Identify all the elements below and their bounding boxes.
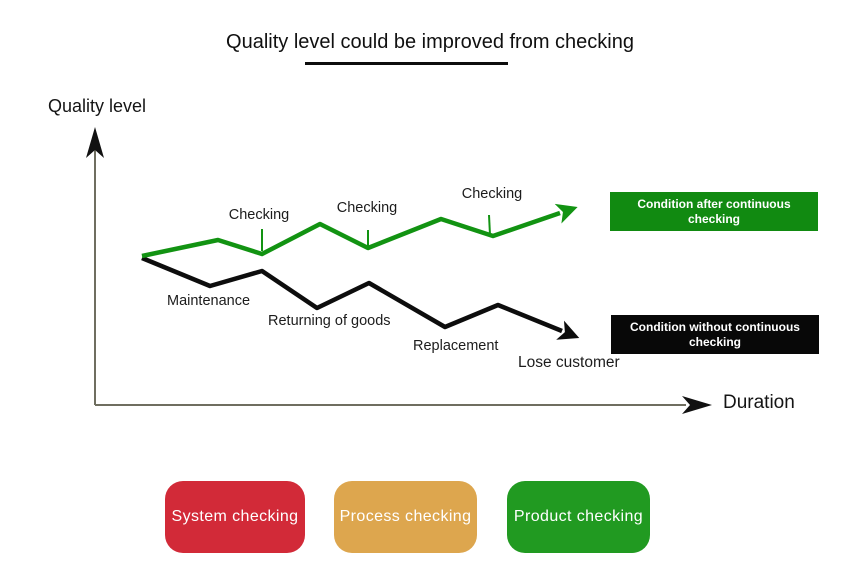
y-axis-arrow-icon [86,127,104,158]
checking-label-2: Checking [336,200,398,216]
legend-continuous-checking: Condition after continuous checking [610,192,818,231]
title-underline [305,62,508,65]
page-title: Quality level could be improved from che… [226,31,634,53]
y-axis-label: Quality level [48,96,147,116]
process-checking-button[interactable]: Process checking [334,481,477,553]
decline-line [141,255,580,340]
checking-tick-3 [488,214,491,236]
product-checking-button[interactable]: Product checking [507,481,650,553]
system-checking-button[interactable]: System checking [165,481,305,553]
stage-label-maintenance: Maintenance [167,293,251,309]
stage-label-returning-of-goods: Returning of goods [268,313,391,329]
checking-label-3: Checking [461,186,523,202]
legend-without-checking: Condition without continuous checking [611,315,819,354]
x-axis-label: Duration [723,392,795,413]
checking-label-1: Checking [228,207,290,223]
stage-label-lose-customer: Lose customer [518,354,620,371]
x-axis-arrow-icon [682,396,712,414]
improved-line [141,203,578,259]
stage-label-replacement: Replacement [413,338,499,354]
